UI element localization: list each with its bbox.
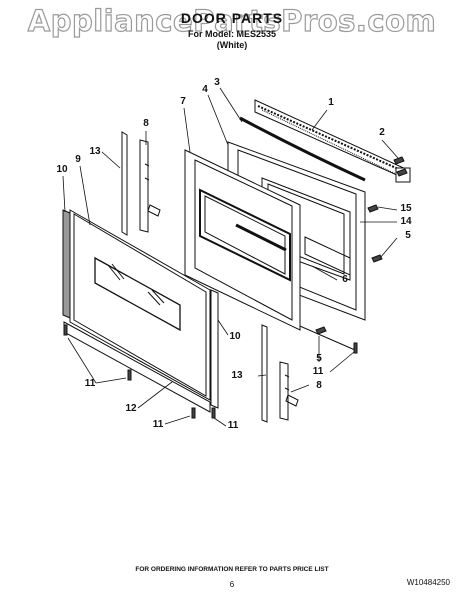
callout-11-left: 11 — [84, 378, 96, 389]
door-liner-part — [184, 149, 351, 331]
callout-5-lower: 5 — [316, 353, 322, 364]
watermark-logo: AppliancePartsPros.com — [27, 3, 437, 38]
screw-part-15 — [367, 204, 379, 213]
callout-11-bottom-right: 11 — [227, 420, 239, 431]
callout-10-right: 10 — [229, 331, 241, 342]
hinge-receiver-lower — [261, 324, 268, 423]
callout-6: 6 — [342, 274, 348, 285]
callout-13-upper: 13 — [89, 146, 101, 157]
side-trim-part-right — [210, 289, 219, 409]
callout-5-upper: 5 — [405, 230, 411, 241]
side-trim-part-left — [62, 209, 71, 319]
screw-part-5 — [371, 254, 383, 263]
hinge-upper — [139, 139, 161, 233]
callout-8-lower: 8 — [316, 380, 322, 391]
document-number: W10484250 — [406, 578, 450, 587]
callout-7: 7 — [180, 96, 186, 107]
screw-part-11e — [353, 342, 358, 354]
screw-part-11c — [191, 407, 196, 419]
color-line: (White) — [216, 40, 248, 50]
callout-4: 4 — [202, 84, 208, 95]
ordering-note: FOR ORDERING INFORMATION REFER TO PARTS … — [135, 566, 329, 573]
callout-10-left: 10 — [56, 164, 68, 175]
hinge-receiver-upper — [121, 131, 128, 236]
leader-lines — [62, 87, 399, 427]
screw-part-11b — [127, 369, 132, 381]
page-title: DOOR PARTS — [180, 10, 284, 26]
callout-2: 2 — [379, 127, 385, 138]
callout-11-bottom: 11 — [152, 419, 164, 430]
callout-15: 15 — [400, 203, 412, 214]
page-number: 6 — [229, 580, 235, 589]
callout-8-upper: 8 — [143, 118, 149, 129]
screw-part-11a — [63, 324, 68, 336]
screw-part-2 — [393, 156, 408, 177]
callout-11-right: 11 — [312, 366, 324, 377]
callout-12: 12 — [125, 403, 137, 414]
screw-part-11d — [211, 407, 216, 419]
callout-3: 3 — [214, 77, 220, 88]
hinge-lower — [279, 361, 299, 421]
callout-1: 1 — [328, 97, 334, 108]
callout-9: 9 — [75, 154, 81, 165]
model-line: For Model: MES2535 — [187, 29, 277, 39]
callout-14: 14 — [400, 216, 412, 227]
trim-gasket-part — [239, 116, 366, 182]
callout-13-lower: 13 — [231, 370, 243, 381]
screw-part-5b — [315, 326, 327, 335]
